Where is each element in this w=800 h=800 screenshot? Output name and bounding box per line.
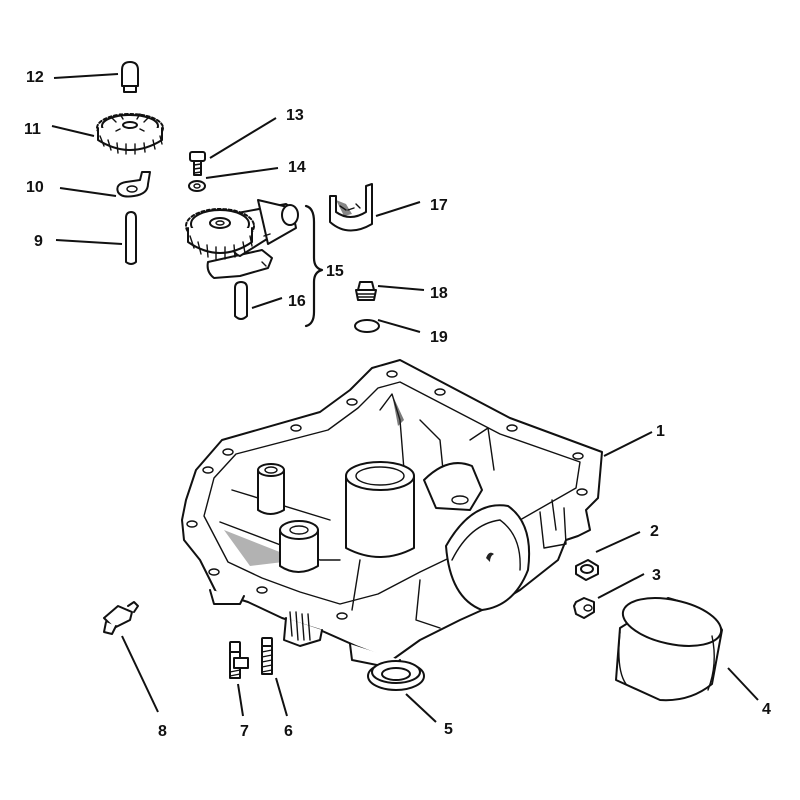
part-8-sensor [103,601,139,635]
callout-14: 14 [288,159,306,176]
part-16-pin [234,281,248,320]
callout-3: 3 [652,567,661,584]
oil-pump-assembly [185,199,299,279]
callout-7: 7 [240,723,249,740]
callout-1: 1 [656,423,665,440]
part-13-screw [189,151,206,176]
callout-15: 15 [326,263,344,280]
callout-4: 4 [762,701,771,718]
callout-19: 19 [430,329,448,346]
part-4-oil-filter [615,597,723,702]
callout-8: 8 [158,723,167,740]
callout-6: 6 [284,723,293,740]
leader-lines [51,73,759,723]
part-10-lock-tab [116,171,151,198]
part-9-dowel-pin [125,211,137,265]
callout-18: 18 [430,285,448,302]
part-17-bearing-shell [329,183,373,232]
part-3-fitting [573,597,595,619]
callout-16: 16 [288,293,306,310]
part-2-fitting [575,559,599,581]
callout-17: 17 [430,197,448,214]
part-14-washer [188,180,206,192]
callout-10: 10 [26,179,44,196]
callout-9: 9 [34,233,43,250]
callout-13: 13 [286,107,304,124]
callout-11: 11 [24,121,41,138]
part-18-plug [355,281,377,301]
part-6-bolt [261,637,273,675]
group-15-brace [304,204,324,328]
callout-5: 5 [444,721,453,738]
part-5-oil-seal [367,660,425,691]
part-7-bolt [229,641,249,679]
callout-12: 12 [26,69,44,86]
part-19-o-ring [354,319,380,333]
part-11-gear [96,113,164,155]
part-12-pin [121,61,139,93]
callout-2: 2 [650,523,659,540]
part-1-oil-pan-housing [181,359,603,669]
